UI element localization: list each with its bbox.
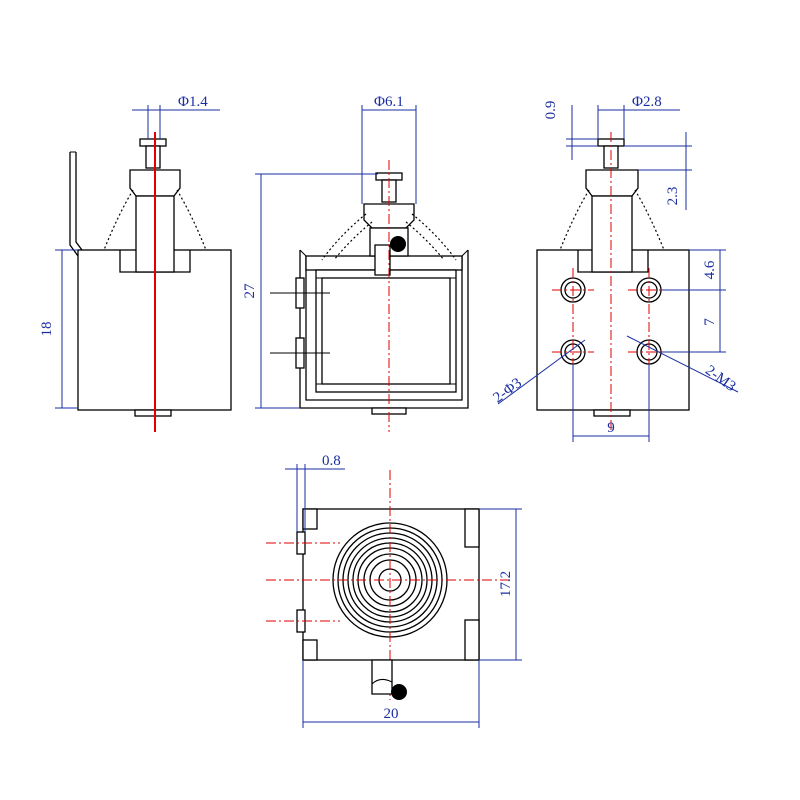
dim-head-thickness-label: 0.9 (543, 101, 559, 120)
front-view-coil (315, 269, 457, 393)
dim-height-total-label: 27 (242, 283, 258, 299)
dim-body-dia-label: Φ6.1 (374, 94, 404, 110)
dim-plunger-dia-label: Φ1.4 (178, 94, 208, 110)
front-view: 27 Φ6.1 (242, 94, 469, 432)
dim-hole-pitch-v-label: 7 (702, 318, 718, 326)
dim-hole-pitch-h-label: 9 (607, 420, 615, 436)
bottom-view-body (302, 508, 480, 661)
front-view-wire-end (390, 236, 406, 252)
end-view-body (536, 249, 690, 411)
end-view: 0.9 Φ2.8 2.3 4.6 7 9 2-Φ3 2-M3 (490, 94, 739, 442)
side-view-spring-left (103, 189, 134, 251)
dim-depth-label: 17.2 (498, 571, 514, 597)
dim-flange-thickness-label: 0.8 (322, 453, 341, 469)
dim-hole-offset-label: 4.6 (702, 260, 718, 279)
bottom-view-wire-end (391, 684, 407, 700)
side-view: 18 Φ1.4 (39, 94, 232, 432)
dim-stroke-label: 2.3 (665, 187, 681, 206)
dim-head-dia-label: Φ2.8 (632, 94, 662, 110)
dim-width-label: 20 (384, 706, 399, 722)
hole-left-callout-label: 2-Φ3 (490, 375, 524, 406)
hole-right-callout-label: 2-M3 (702, 362, 738, 395)
dim-height-body-label: 18 (39, 322, 55, 337)
side-view-spring-right (176, 189, 207, 251)
bottom-view: 0.8 17.2 20 (266, 453, 522, 728)
